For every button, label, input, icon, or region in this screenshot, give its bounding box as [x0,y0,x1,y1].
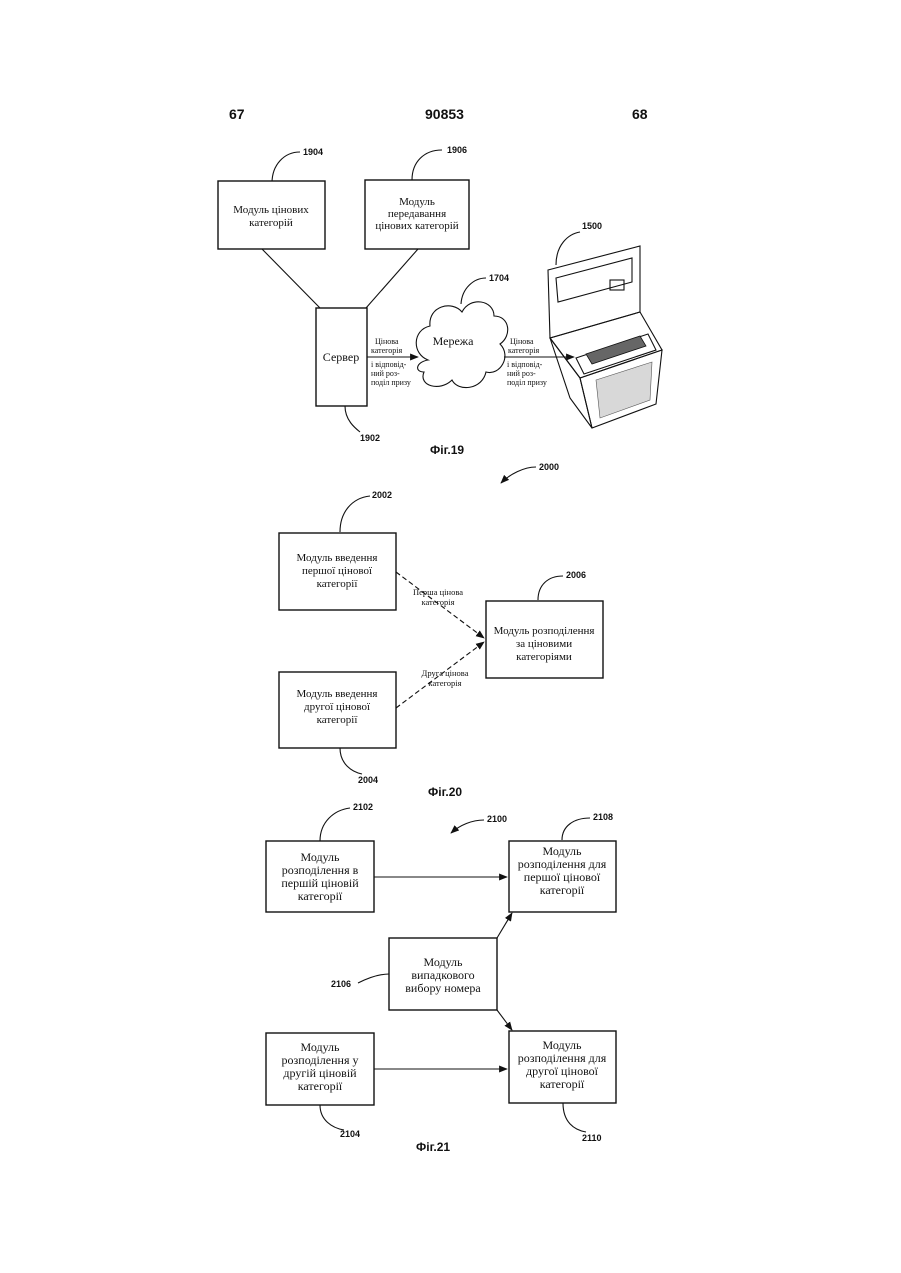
box-2004-line-1: Модуль введення [297,688,378,700]
network-label: Мережа [433,334,474,348]
box-2102-line-3: першій ціновій [281,876,359,890]
box-2108-line-3: першої цінової [524,870,601,884]
box-2108-line-2: розподілення для [518,857,607,871]
ref-1902: 1902 [360,433,380,443]
patent-number: 90853 [425,106,464,122]
edge-right-line-3: і відповід- [507,360,543,369]
box-2104-line-4: категорії [298,1079,343,1093]
ref-1500: 1500 [582,221,602,231]
ref-2106: 2106 [331,979,351,989]
svg-text:Ціновакатегоріяі відповід-ний: Ціновакатегорія і відповід-ний роз-поділ … [371,337,411,387]
server-label: Сервер [323,350,359,364]
svg-text:Друга ціновакатегорія: Друга ціновакатегорія [422,668,469,688]
box-1906-line-2: передавання [388,208,446,220]
edge-left-line-5: поділ призу [371,378,411,387]
figure-19: 1904 1906 Модуль ціновихкатегорій Модуль… [218,145,662,457]
fig-21-caption: Фіг.21 [416,1140,450,1154]
box-2002-line-1: Модуль введення [297,552,378,564]
ref-2104: 2104 [340,1129,360,1139]
ref-2004: 2004 [358,775,378,785]
gaming-terminal-icon [548,246,662,428]
box-2108-line-4: категорії [540,883,585,897]
ref-2002: 2002 [372,490,392,500]
box-2102-line-2: розподілення в [282,863,359,877]
box-2110-line-3: другої цінової [526,1064,599,1078]
box-2110-line-4: категорії [540,1077,585,1091]
box-2104-line-1: Модуль [300,1040,340,1054]
ref-1904: 1904 [303,147,323,157]
ref-2006: 2006 [566,570,586,580]
edge-right-line-4: ний роз- [507,369,536,378]
box-2004-line-3: категорії [317,714,359,726]
edge-left-line-4: ний роз- [371,369,400,378]
box-1904-line-1: Модуль цінових [233,204,309,216]
edge-left-line-3: і відповід- [371,360,407,369]
box-2002-line-3: категорії [317,578,359,590]
svg-text:Ціновакатегоріяі відповід-ний: Ціновакатегорія і відповід-ний роз-поділ … [507,337,547,387]
ref-2110: 2110 [582,1133,602,1143]
box-2106-line-3: вибору номера [405,981,481,995]
box-2110-line-2: розподілення для [518,1051,607,1065]
box-2006-line-3: категоріями [516,651,572,663]
box-2110-line-1: Модуль [542,1038,582,1052]
edge-second-line-2: категорія [428,678,461,688]
ref-2108: 2108 [593,812,613,822]
box-2102-line-4: категорії [298,889,343,903]
ref-1704: 1704 [489,273,509,283]
edge-left-line-2: категорія [371,346,402,355]
ref-2100: 2100 [487,814,507,824]
box-2104-line-3: другій ціновій [283,1066,357,1080]
svg-text:Перша ціновакатегорія: Перша ціновакатегорія [413,587,463,607]
box-2106-line-1: Модуль [423,955,463,969]
fig-19-caption: Фіг.19 [430,443,464,457]
edge-left-line-1: Цінова [375,337,399,346]
box-2006-line-1: Модуль розподілення [494,625,595,637]
ref-2102: 2102 [353,802,373,812]
edge-first-line-2: категорія [421,597,454,607]
edge-second-line-1: Друга цінова [422,668,469,678]
edge-right-line-5: поділ призу [507,378,547,387]
box-1904-line-2: категорій [249,217,293,229]
box-2004-line-2: другої цінової [304,701,371,713]
page-number-right: 68 [632,106,648,122]
box-1906-line-1: Модуль [399,196,435,208]
ref-1906: 1906 [447,145,467,155]
fig-20-caption: Фіг.20 [428,785,462,799]
box-2102-line-1: Модуль [300,850,340,864]
box-2108-line-1: Модуль [542,844,582,858]
box-2006-line-2: за ціновими [516,638,572,650]
box-2104-line-2: розподілення у [282,1053,359,1067]
page-number-left: 67 [229,106,245,122]
box-2106-line-2: випадкового [411,968,474,982]
edge-right-line-1: Цінова [510,337,534,346]
figure-20: 2000 2002 Модуль введенняпершої ціновоїк… [279,462,603,799]
figure-21: 2100 2102 Модульрозподілення впершій цін… [266,802,616,1154]
edge-first-line-1: Перша цінова [413,587,463,597]
box-2002-line-2: першої цінової [302,565,373,577]
edge-right-line-2: категорія [508,346,539,355]
box-1906-line-3: цінових категорій [375,220,458,232]
ref-2000: 2000 [539,462,559,472]
